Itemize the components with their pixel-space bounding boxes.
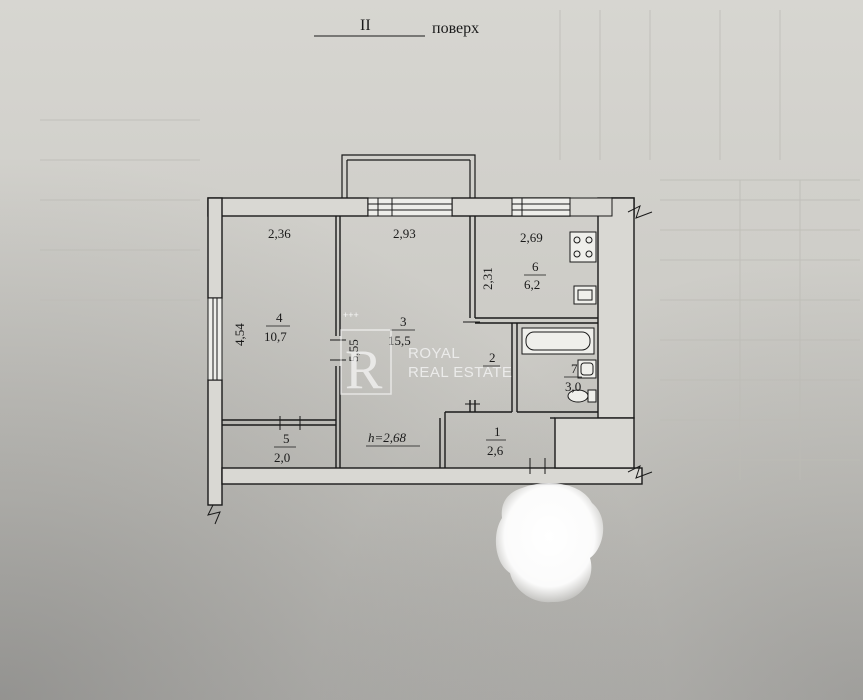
floor-word: поверх: [432, 20, 479, 37]
room-label-6: 6 6,2: [524, 259, 546, 292]
watermark-line2: REAL ESTATE: [408, 364, 512, 381]
balcony: [341, 154, 476, 200]
door-marks: [279, 321, 546, 474]
watermark-stars: +++: [343, 310, 359, 320]
watermark-line1: ROYAL: [408, 345, 460, 362]
room-number: 3: [400, 314, 407, 329]
outer-walls: [207, 197, 643, 506]
room-area: 6,2: [524, 277, 540, 292]
interior-walls: [222, 216, 598, 468]
room-label-4: 4 10,7: [264, 310, 290, 344]
floor-header: II поверх: [314, 17, 479, 37]
room-number: 7: [571, 361, 578, 376]
left-window: [207, 297, 223, 381]
watermark-monogram: R: [345, 339, 383, 401]
room-number: 2: [489, 350, 496, 365]
washbasin-icon: [577, 359, 597, 379]
room-label-5: 5 2,0: [274, 431, 296, 465]
dim-room4-width: 2,36: [268, 226, 291, 241]
room-number: 4: [276, 310, 283, 325]
room-label-2: 2: [483, 350, 500, 367]
room-label-1: 1 2,6: [486, 424, 506, 458]
dim-room6-depth: 2,31: [480, 267, 495, 290]
room-number: 6: [532, 259, 539, 274]
sink-icon: [573, 285, 597, 305]
top-windows: [367, 197, 613, 217]
room-area: 15,5: [388, 333, 411, 348]
dim-room4-depth: 4,54: [232, 323, 247, 346]
stove-icon: [569, 231, 597, 263]
room-number: 5: [283, 431, 290, 446]
dim-room3-width: 2,93: [393, 226, 416, 241]
room-area: 3,0: [565, 379, 581, 394]
room-area: 10,7: [264, 329, 287, 344]
background-table-lines: [40, 10, 860, 480]
watermark-logo: +++ R ROYAL REAL ESTATE: [340, 310, 512, 401]
room-label-3: 3 15,5: [388, 314, 415, 348]
dim-room3-depth: 5,55: [346, 339, 361, 362]
break-marks: [207, 205, 653, 525]
dim-room6-width: 2,69: [520, 230, 543, 245]
floor-number: II: [360, 17, 371, 34]
bathtub-icon: [521, 327, 595, 355]
ceiling-height: h=2,68: [368, 430, 407, 445]
room-number: 1: [494, 424, 501, 439]
room-area: 2,0: [274, 450, 290, 465]
room-label-7: 7 3,0: [564, 361, 582, 394]
room-area: 2,6: [487, 443, 504, 458]
toilet-icon: [567, 389, 597, 403]
